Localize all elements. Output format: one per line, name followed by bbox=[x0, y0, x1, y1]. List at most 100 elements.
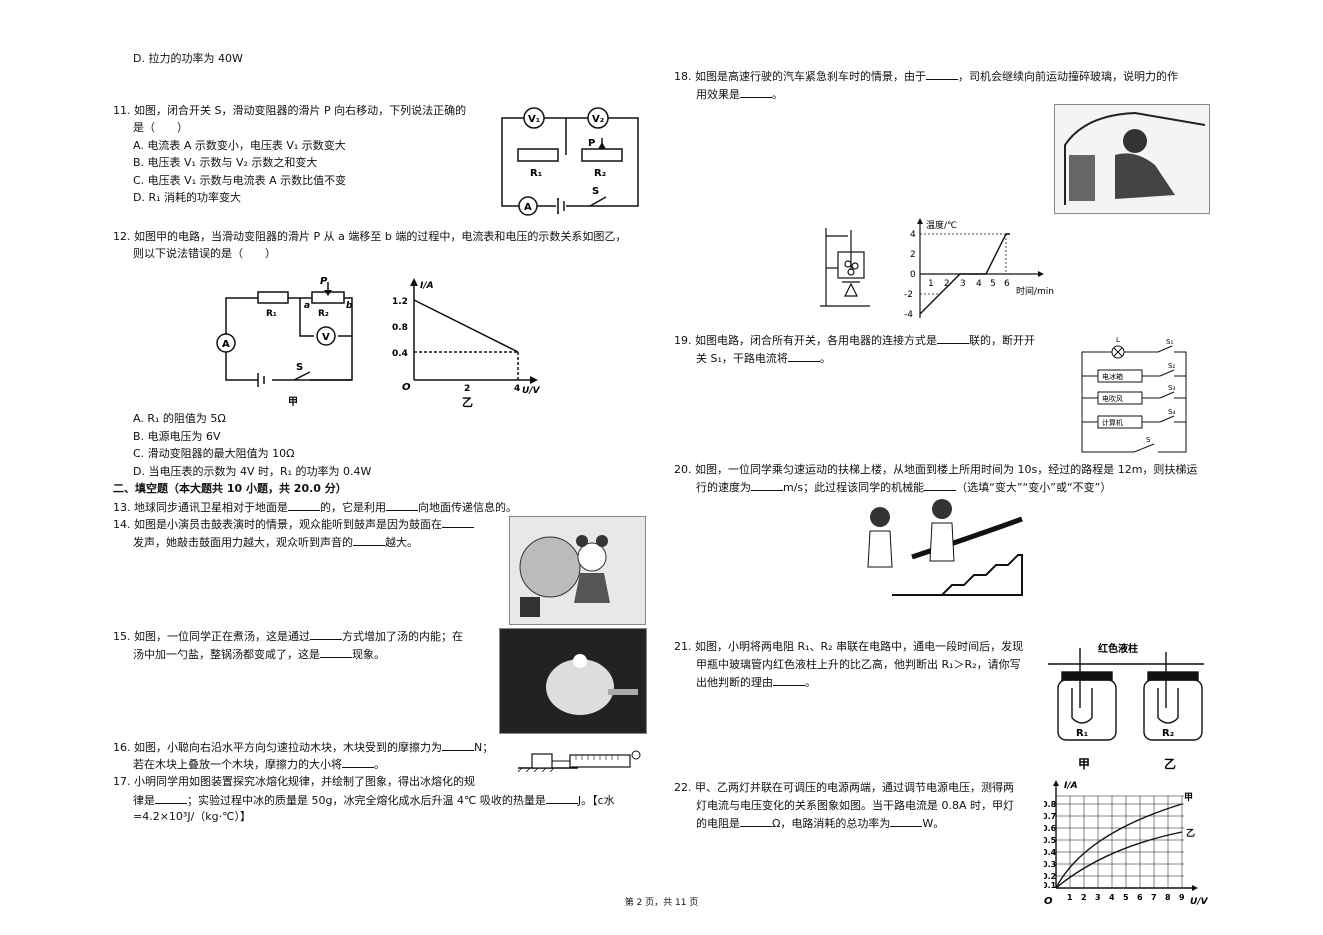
q11-circuit-figure: V₁ V₂ R₁ R₂ P A S bbox=[501, 107, 639, 216]
q11-stem: 11. 如图，闭合开关 S，滑动变阻器的滑片 P 向右移动，下列说法正确的 bbox=[113, 104, 467, 117]
q12-graph-ytick: 1.2 bbox=[392, 297, 408, 307]
q12-a-end-label: a bbox=[304, 301, 310, 311]
q12-graph-ytick: 0.4 bbox=[392, 349, 408, 359]
q22-graph-xtick: 1 bbox=[1067, 893, 1073, 902]
q18-car-braking-image bbox=[1054, 104, 1210, 214]
q19-s4-label: S₄ bbox=[1168, 408, 1175, 416]
q22-graph-xtick: 7 bbox=[1151, 893, 1157, 902]
q16-spring-scale-figure bbox=[518, 750, 641, 772]
q22-graph-ytick: 0.7 bbox=[1044, 812, 1056, 821]
q11-r1-label: R₁ bbox=[530, 168, 542, 179]
q21-line1: 21. 如图，小明将两电阻 R₁、R₂ 串联在电路中，通电一段时间后，发现 bbox=[674, 640, 1024, 653]
q22-graph-ylabel: I/A bbox=[1064, 781, 1078, 791]
q12-option-c: C. 滑动变阻器的最大阻值为 10Ω bbox=[133, 447, 295, 460]
q18-line2: 用效果是。 bbox=[696, 88, 783, 101]
q19-computer-label: 计算机 bbox=[1102, 418, 1123, 427]
q11-option-b: B. 电压表 V₁ 示数与 V₂ 示数之和变大 bbox=[133, 156, 318, 169]
q12-p-label: P bbox=[320, 276, 328, 287]
q12-graph-origin: O bbox=[402, 382, 411, 393]
q21-red-liquid-label: 红色液柱 bbox=[1098, 642, 1138, 655]
q22-graph-ytick: 0.8 bbox=[1044, 800, 1057, 809]
melt-graph-ylabel: 温度/℃ bbox=[926, 219, 957, 231]
q11-v2-label: V₂ bbox=[592, 114, 604, 125]
q19-s-label: S bbox=[1146, 436, 1151, 444]
q12-graph-xtick: 2 bbox=[464, 384, 470, 394]
q14-drummer-image bbox=[509, 516, 646, 625]
q12-graph-ylabel: I/A bbox=[420, 281, 434, 291]
q21-r2-label: R₂ bbox=[1162, 728, 1174, 739]
q12-stem-2: 则以下说法错误的是（ ） bbox=[133, 247, 276, 260]
q13-text: 13. 地球同步通讯卫星相对于地面是的，它是利用向地面传递信息的。 bbox=[113, 501, 517, 514]
q15-line2: 汤中加一勺盐，整锅汤都变咸了，这是现象。 bbox=[133, 648, 385, 661]
q22-line2: 灯电流与电压变化的关系图象如图。当干路电流是 0.8A 时，甲灯 bbox=[696, 799, 1015, 812]
q12-option-a: A. R₁ 的阻值为 5Ω bbox=[133, 412, 226, 425]
melt-graph-xlabel: 时间/min bbox=[1016, 285, 1054, 297]
q22-line1: 22. 甲、乙两灯并联在可调压的电源两端，通过调节电源电压，测得两 bbox=[674, 781, 1014, 794]
q12-option-d: D. 当电压表的示数为 4V 时，R₁ 的功率为 0.4W bbox=[133, 465, 372, 478]
q15-soup-pot-image bbox=[499, 628, 647, 734]
q19-lamp-label: L bbox=[1116, 336, 1120, 344]
melt-graph-xtick: 2 bbox=[944, 279, 950, 289]
q11-a-label: A bbox=[524, 202, 532, 213]
q22-series-yi-label: 乙 bbox=[1186, 828, 1195, 839]
q19-s2-label: S₂ bbox=[1168, 362, 1175, 370]
q12-caption-jia: 甲 bbox=[288, 396, 298, 408]
q22-graph-ytick: 0.1 bbox=[1044, 881, 1057, 890]
q22-graph-xtick: 6 bbox=[1137, 893, 1143, 902]
q22-graph-xtick: 3 bbox=[1095, 893, 1101, 902]
section-fill-blank-title: 二、填空题（本大题共 10 小题，共 20.0 分） bbox=[113, 482, 347, 495]
q21-jia-label: 甲 bbox=[1078, 757, 1090, 771]
q10-option-d: D. 拉力的功率为 40W bbox=[133, 52, 243, 65]
melt-graph-ytick: -2 bbox=[904, 290, 913, 300]
page-footer: 第 2 页，共 11 页 bbox=[624, 898, 699, 908]
q11-option-c: C. 电压表 V₁ 示数与电流表 A 示数比值不变 bbox=[133, 174, 347, 187]
q21-bottles-figure: 红色液柱 R₁ R₂ 甲 乙 bbox=[1048, 642, 1204, 771]
q12-r2-label: R₂ bbox=[318, 309, 329, 319]
q18-line1: 18. 如图是高速行驶的汽车紧急刹车时的情景，由于，司机会继续向前运动撞碎玻璃，… bbox=[674, 70, 1178, 83]
q19-circuit-figure: L S₁ S₂ S₃ S₄ S 电冰箱 电吹风 计算机 bbox=[1081, 336, 1187, 453]
q17-line1: 17. 小明同学用如图装置探究冰熔化规律，并绘制了图象，得出冰熔化的规 bbox=[113, 775, 475, 788]
melt-graph-ytick: 2 bbox=[910, 250, 916, 260]
q12-caption-yi: 乙 bbox=[462, 396, 473, 409]
q12-r1-label: R₁ bbox=[266, 309, 277, 319]
q22-graph-xtick: 9 bbox=[1179, 893, 1185, 902]
melt-graph-ytick: 4 bbox=[910, 230, 916, 240]
q17-melting-apparatus-figure bbox=[820, 228, 870, 307]
q19-s1-label: S₁ bbox=[1166, 338, 1173, 346]
q14-line2: 发声，她敲击鼓面用力越大，观众听到声音的越大。 bbox=[133, 536, 418, 549]
q19-line1: 19. 如图电路，闭合所有开关，各用电器的连接方式是联的，断开开 bbox=[674, 334, 1035, 347]
q22-graph-ytick: 0.2 bbox=[1044, 872, 1056, 881]
q12-graph-xlabel: U/V bbox=[522, 386, 541, 396]
melt-graph-ytick: -4 bbox=[904, 310, 913, 320]
q11-s-label: S bbox=[592, 186, 599, 197]
q22-graph-xtick: 8 bbox=[1165, 893, 1171, 902]
q11-option-d: D. R₁ 消耗的功率变大 bbox=[133, 191, 242, 204]
q12-s-label: S bbox=[296, 362, 303, 373]
melt-graph-xtick: 5 bbox=[990, 279, 996, 289]
q15-line1: 15. 如图，一位同学正在煮汤，这是通过方式增加了汤的内能；在 bbox=[113, 630, 463, 643]
q20-line1: 20. 如图，一位同学乘匀速运动的扶梯上楼，从地面到楼上所用时间为 10s，经过… bbox=[674, 463, 1198, 476]
q22-graph-ytick: 0.3 bbox=[1044, 860, 1056, 869]
q12-graph-ytick: 0.8 bbox=[392, 323, 408, 333]
q19-line2: 关 S₁，干路电流将。 bbox=[696, 352, 831, 365]
q21-line3: 出他判断的理由。 bbox=[696, 676, 816, 689]
q22-graph-xtick: 2 bbox=[1081, 893, 1087, 902]
q21-yi-label: 乙 bbox=[1164, 757, 1176, 771]
q22-graph-ytick: 0.6 bbox=[1044, 824, 1057, 833]
q12-circuit-figure: P R₁ R₂ a b A V S 甲 bbox=[216, 276, 353, 408]
q20-escalator-image bbox=[852, 497, 1028, 601]
q22-graph-xlabel: U/V bbox=[1190, 897, 1209, 907]
q12-graph: I/A U/V O 1.2 0.8 0.4 2 4 乙 bbox=[392, 278, 541, 409]
q11-stem-2: 是（ ） bbox=[133, 121, 188, 134]
q14-line1: 14. 如图是小演员击鼓表演时的情景，观众能听到鼓声是因为鼓面在 bbox=[113, 517, 474, 532]
q12-b-end-label: b bbox=[346, 301, 353, 311]
q12-stem: 12. 如图甲的电路，当滑动变阻器的滑片 P 从 a 端移至 b 端的过程中，电… bbox=[113, 230, 627, 243]
melt-graph-xtick: 6 bbox=[1004, 279, 1010, 289]
q16-line2: 若在木块上叠放一个木块，摩擦力的大小将。 bbox=[133, 758, 385, 771]
q12-ammeter-label: A bbox=[222, 339, 230, 350]
q12-voltmeter-label: V bbox=[322, 332, 330, 343]
